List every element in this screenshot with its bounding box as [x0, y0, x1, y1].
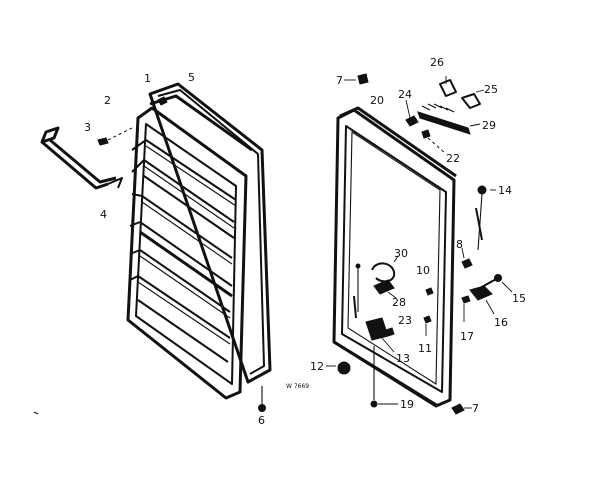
- hinge-pin-icon: [258, 404, 266, 412]
- callout-20: 20: [370, 94, 384, 107]
- stray-mark: [33, 411, 39, 415]
- pin-8-icon: [461, 258, 473, 269]
- callout-24: 24: [398, 88, 412, 101]
- left-door-assembly: [126, 82, 272, 412]
- stud-7-icon: [357, 73, 369, 85]
- bracket-13-icon: [365, 317, 389, 341]
- callout-12: 12: [310, 360, 324, 373]
- nut-11-icon: [423, 315, 432, 324]
- callout-1: 1: [144, 72, 151, 85]
- callout-13: 13: [396, 352, 410, 365]
- callout-29: 29: [482, 119, 496, 132]
- cap-12-icon: [337, 361, 351, 375]
- door-shelves: [129, 139, 237, 363]
- hinge-16-icon: [469, 285, 493, 301]
- door-gasket-outline: [148, 82, 272, 384]
- door-handle: [40, 126, 123, 190]
- hinge-29-icon: [417, 111, 471, 135]
- callout-14: 14: [498, 184, 512, 197]
- callout-15: 15: [512, 292, 526, 305]
- callout-28: 28: [392, 296, 406, 309]
- callout-19: 19: [400, 398, 414, 411]
- callout-26: 26: [430, 56, 444, 69]
- callout-17: 17: [460, 330, 474, 343]
- callout-7-top: 7: [336, 74, 343, 87]
- spring-30-icon: [371, 262, 396, 283]
- callout-5: 5: [188, 71, 195, 84]
- spring-24-icon: [405, 115, 419, 127]
- right-door-frame: [332, 106, 457, 408]
- callout-8: 8: [456, 238, 463, 251]
- callout-labels: 1 5 2 3 4 6 7 20 24 26 25 29 22 14 8 30 …: [84, 56, 526, 427]
- bolt-14-icon: [477, 185, 487, 195]
- side-hardware: [423, 185, 513, 336]
- bracket-26-icon: [439, 79, 457, 97]
- callout-16: 16: [494, 316, 508, 329]
- callout-7-bottom: 7: [472, 402, 479, 415]
- bracket-25-icon: [461, 93, 481, 109]
- callout-25: 25: [484, 83, 498, 96]
- callout-3: 3: [84, 121, 91, 134]
- washer-10-icon: [425, 287, 434, 296]
- callout-23: 23: [398, 314, 412, 327]
- callout-11: 11: [418, 342, 432, 355]
- stud-7b-icon: [451, 403, 465, 415]
- lower-hardware: [326, 255, 472, 415]
- callout-2: 2: [104, 94, 111, 107]
- drawing-number: W 7669: [286, 383, 309, 390]
- callout-6: 6: [258, 414, 265, 427]
- callout-30: 30: [394, 247, 408, 260]
- screw-3-icon: [97, 127, 133, 146]
- top-hardware: [344, 73, 485, 155]
- callout-4: 4: [100, 208, 107, 221]
- door-liner-frame: [126, 106, 248, 400]
- callout-22: 22: [446, 152, 460, 165]
- callout-10: 10: [416, 264, 430, 277]
